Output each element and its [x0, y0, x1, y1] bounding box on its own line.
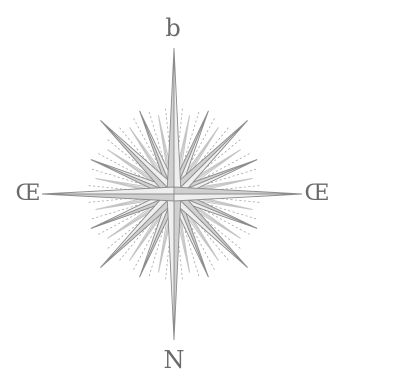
- top-point-label: b: [165, 14, 180, 42]
- left-point-label: Œ: [15, 181, 40, 206]
- top-ray: [167, 48, 174, 194]
- right-ray-shade: [174, 194, 302, 201]
- left-ray-shade: [42, 187, 174, 194]
- bottom-ray: [174, 194, 181, 340]
- right-ray: [174, 187, 302, 194]
- right-point-label: Œ: [304, 181, 329, 206]
- left-ray: [42, 194, 174, 201]
- major-rays: [42, 48, 302, 340]
- bottom-point-label: N: [164, 346, 185, 374]
- top-ray-shade: [174, 48, 181, 194]
- bottom-ray-shade: [167, 194, 174, 340]
